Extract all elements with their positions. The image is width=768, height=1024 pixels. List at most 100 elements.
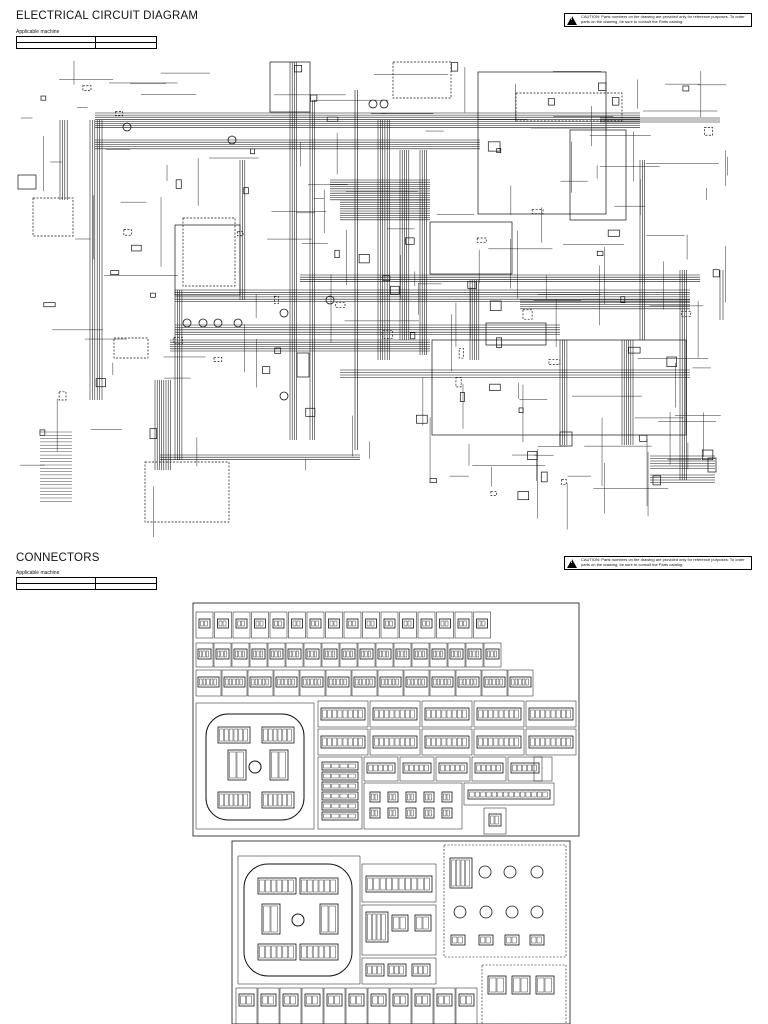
pin-cell xyxy=(508,791,514,798)
connector-icon xyxy=(348,993,365,1007)
pin-cell xyxy=(315,620,319,627)
connector-icon xyxy=(346,618,359,629)
pin-cell xyxy=(295,650,299,658)
pin-cell xyxy=(289,650,293,658)
pin-cell xyxy=(238,728,243,742)
pin-cell xyxy=(542,791,548,798)
pin-cell xyxy=(409,764,414,772)
pin-cell xyxy=(445,764,450,772)
connectors-title: CONNECTORS xyxy=(16,552,100,564)
connector-cell xyxy=(483,807,507,835)
pin-cell xyxy=(277,793,283,807)
pin-cell xyxy=(514,737,519,747)
connector-cell xyxy=(473,728,525,756)
pin-cell xyxy=(327,737,332,747)
pin-cell xyxy=(447,678,451,686)
switch-box xyxy=(32,197,74,237)
component-box xyxy=(527,451,538,461)
connector-icon xyxy=(392,993,409,1007)
relay-symbol xyxy=(213,318,223,328)
connector-cell xyxy=(411,987,434,1024)
pin-cell xyxy=(277,728,283,742)
connector-icon xyxy=(217,618,229,629)
pin-cell xyxy=(394,709,400,719)
pin-cell xyxy=(475,650,479,658)
component-box xyxy=(489,383,501,391)
pin-cell xyxy=(400,650,404,658)
pin-cell xyxy=(474,791,480,798)
pin-cell xyxy=(407,620,412,627)
pin-cell xyxy=(394,737,400,747)
connector-cell xyxy=(361,863,437,903)
pin-cell xyxy=(416,995,422,1005)
connector-cell xyxy=(380,611,399,639)
connector-icon xyxy=(233,648,248,660)
pin-cell xyxy=(446,709,452,719)
connector-icon xyxy=(327,676,350,688)
pin-cell xyxy=(270,905,278,933)
pin-cell xyxy=(389,709,395,719)
pin-cell xyxy=(347,737,353,747)
pin-cell xyxy=(531,936,537,944)
connector-cell xyxy=(399,756,435,782)
connector-icon xyxy=(305,648,320,660)
component-box xyxy=(455,377,462,388)
pin-cell xyxy=(331,813,340,819)
pin-cell xyxy=(312,945,319,959)
connector-icon xyxy=(372,707,418,721)
pin-cell xyxy=(385,650,389,658)
connector-icon xyxy=(485,648,500,660)
component-box xyxy=(110,270,120,275)
pin-cell xyxy=(379,709,384,719)
connector-cell xyxy=(525,700,577,728)
pin-cell xyxy=(327,709,332,719)
connector-cell xyxy=(343,611,362,639)
pin-cell xyxy=(370,620,375,627)
pin-cell xyxy=(367,650,371,658)
component-box xyxy=(459,392,465,402)
component-box xyxy=(518,407,524,413)
pin-cell xyxy=(219,728,224,742)
connector-cell xyxy=(455,987,478,1024)
connector-cell xyxy=(221,669,248,697)
pin-cell xyxy=(443,809,447,817)
pin-cell xyxy=(366,678,370,686)
pin-cell xyxy=(441,709,447,719)
pin-cell xyxy=(265,879,271,893)
pin-cell xyxy=(460,995,466,1005)
pin-cell xyxy=(331,793,340,799)
pin-cell xyxy=(253,650,257,658)
pin-cell xyxy=(496,977,504,993)
pin-cell xyxy=(426,737,431,747)
connector-icon xyxy=(529,934,545,946)
pin-cell xyxy=(407,793,411,801)
component-box xyxy=(561,479,567,486)
pin-cell xyxy=(259,945,265,959)
component-box xyxy=(627,346,641,354)
pin-cell xyxy=(415,650,419,658)
connector-icon xyxy=(458,993,475,1007)
pin-cell xyxy=(493,737,499,747)
connector-plug xyxy=(707,457,717,473)
connector-cell xyxy=(325,669,352,697)
pin-cell xyxy=(480,936,486,944)
pin-cell xyxy=(272,793,278,807)
connector-icon xyxy=(395,648,410,660)
pin-cell xyxy=(535,737,540,747)
component-box xyxy=(310,94,318,102)
pin-cell xyxy=(372,913,377,941)
pin-cell xyxy=(259,879,265,893)
connector-icon xyxy=(257,877,297,895)
connector-icon xyxy=(511,975,531,995)
component-box xyxy=(612,97,620,106)
pin-cell xyxy=(441,737,447,747)
connector-icon xyxy=(319,903,339,935)
applicable-machine-block-2: Applicable machine xyxy=(16,570,157,590)
pin-cell xyxy=(262,995,268,1005)
connector-icon xyxy=(365,963,385,977)
component-box xyxy=(547,98,555,106)
pin-cell xyxy=(374,793,378,801)
pin-cell xyxy=(389,793,393,801)
pin-cell xyxy=(462,737,467,747)
pin-cell xyxy=(418,678,422,686)
